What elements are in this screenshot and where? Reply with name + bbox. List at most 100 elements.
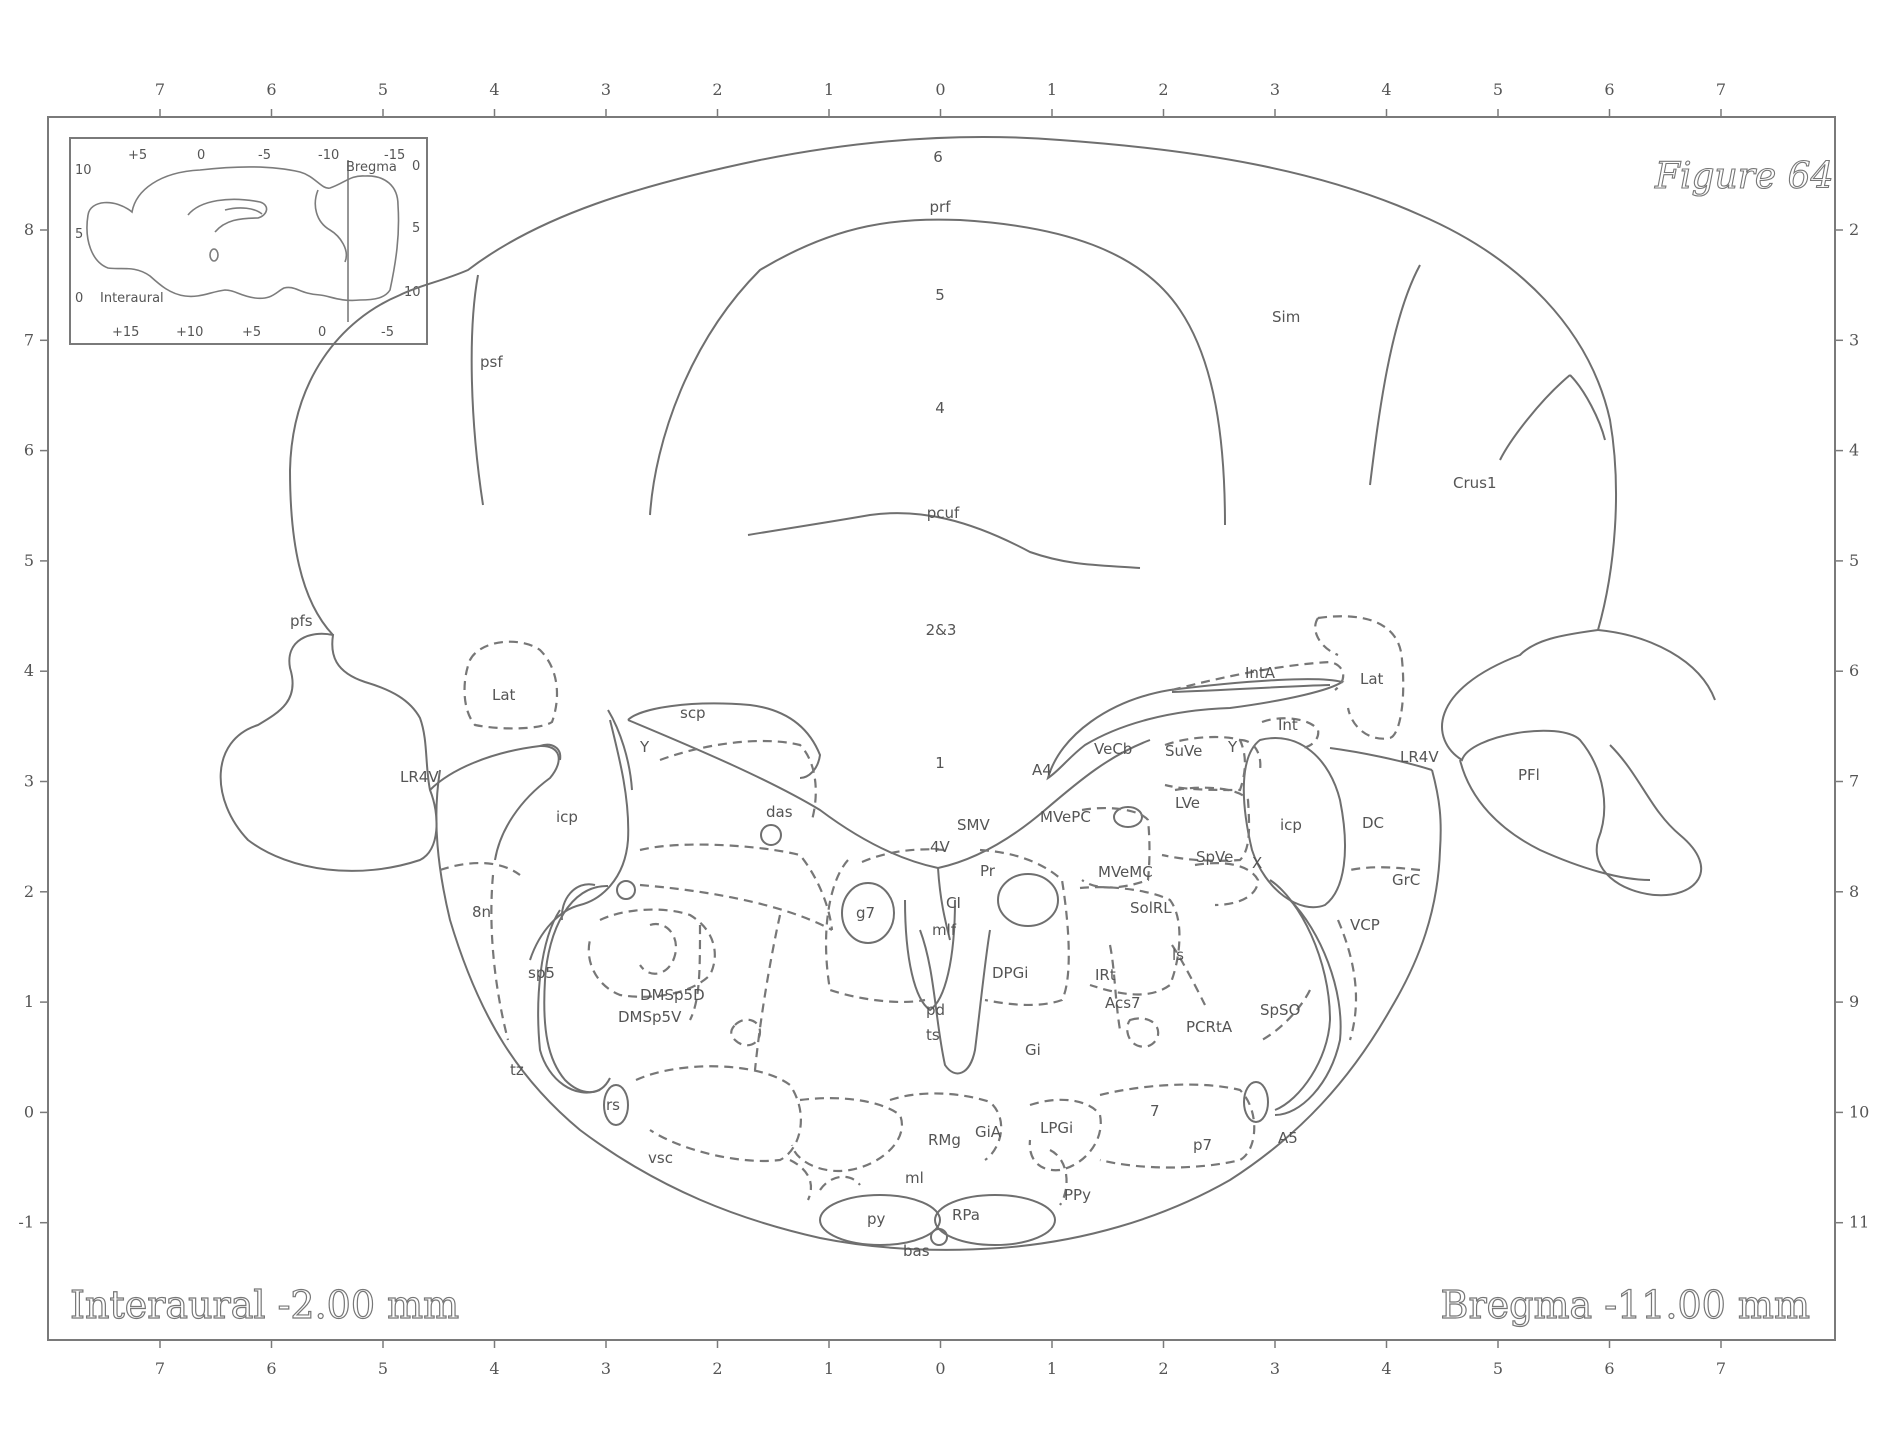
label-p7: p7 (1193, 1136, 1212, 1154)
label-2and3: 2&3 (926, 621, 957, 639)
label-smv: SMV (957, 816, 990, 834)
label-spso: SpSO (1260, 1001, 1300, 1019)
bottom-axis-number: 0 (935, 1359, 945, 1378)
region-labels: 6 prf 5 4 pcuf 2&3 1 psf Sim Crus1 pfs L… (290, 148, 1540, 1260)
label-lat-right: Lat (1360, 670, 1384, 688)
inset-bottom-tick: -5 (381, 325, 394, 340)
label-y-right: Y (1227, 738, 1238, 756)
right-axis-number: 2 (1849, 220, 1859, 239)
label-8n: 8n (472, 903, 491, 921)
right-axis-number: 10 (1849, 1102, 1869, 1121)
label-a4: A4 (1032, 761, 1052, 779)
label-lr4v-right: LR4V (1400, 748, 1439, 766)
inset-bottom-tick: +15 (112, 325, 139, 340)
label-dc: DC (1362, 814, 1384, 832)
right-axis-number: 8 (1849, 882, 1859, 901)
bottom-axis-number: 2 (1158, 1359, 1168, 1378)
top-axis-number: 2 (712, 80, 722, 99)
top-axis-number: 5 (1493, 80, 1503, 99)
label-crus1: Crus1 (1453, 474, 1497, 492)
label-pcrta: PCRtA (1186, 1018, 1233, 1036)
label-solrl: SolRL (1130, 899, 1172, 917)
bottom-axis-number: 1 (1047, 1359, 1057, 1378)
label-4: 4 (935, 399, 945, 417)
top-axis-number: 6 (1604, 80, 1614, 99)
left-axis-number: 7 (24, 330, 34, 349)
right-axis-number: 4 (1849, 441, 1859, 460)
label-vecb: VeCb (1094, 740, 1132, 758)
label-pcuf: pcuf (927, 504, 960, 522)
label-x: X (1252, 854, 1262, 872)
label-sim: Sim (1272, 308, 1300, 326)
bottom-axis-number: 4 (489, 1359, 499, 1378)
label-int: Int (1278, 716, 1298, 734)
label-inta: IntA (1245, 664, 1276, 682)
bottom-axis-number: 6 (1604, 1359, 1614, 1378)
label-g7: g7 (856, 904, 875, 922)
label-rpa: RPa (952, 1206, 980, 1224)
right-axis-number: 5 (1849, 551, 1859, 570)
label-ppy: PPy (1064, 1186, 1091, 1204)
label-gi: Gi (1025, 1041, 1041, 1059)
label-sp5: sp5 (528, 964, 555, 982)
inset-interaural-label: Interaural (100, 291, 164, 306)
left-axis-number: 5 (24, 551, 34, 570)
interaural-label: Interaural -2.00 mm (70, 1283, 459, 1327)
label-spve: SpVe (1196, 848, 1233, 866)
label-pfl: PFl (1518, 766, 1540, 784)
inset-top-tick: 0 (197, 148, 205, 163)
left-axis-number: 4 (24, 661, 34, 680)
bottom-axis-number: 3 (601, 1359, 611, 1378)
top-axis-number: 4 (489, 80, 499, 99)
bottom-axis-number: 3 (1270, 1359, 1280, 1378)
label-mlf: mlf (932, 921, 957, 939)
label-1: 1 (935, 754, 945, 772)
label-dmsp5d: DMSp5D (640, 986, 705, 1004)
label-pfs: pfs (290, 612, 313, 630)
right-axis-number: 6 (1849, 661, 1859, 680)
right-axis-number: 11 (1849, 1213, 1869, 1232)
inset-bregma-label: Bregma (346, 160, 397, 175)
sagittal-inset: +5 0 -5 -10 -15 +15 +10 +5 0 -5 10 5 0 0… (70, 138, 427, 344)
label-pr: Pr (980, 862, 996, 880)
bottom-axis-number: 5 (378, 1359, 388, 1378)
left-axis-number: 2 (24, 882, 34, 901)
inset-bottom-tick: +10 (176, 325, 203, 340)
label-y-left: Y (639, 738, 650, 756)
label-lat-left: Lat (492, 686, 516, 704)
right-axis-number: 3 (1849, 330, 1859, 349)
label-5: 5 (935, 286, 945, 304)
label-psf: psf (480, 353, 503, 371)
top-axis-number: 2 (1158, 80, 1168, 99)
label-rmg: RMg (928, 1131, 961, 1149)
left-axis-number: -1 (18, 1213, 34, 1232)
bottom-axis-number: 7 (155, 1359, 165, 1378)
label-icp-left: icp (556, 808, 578, 826)
label-acs7: Acs7 (1105, 994, 1141, 1012)
top-axis-number: 4 (1381, 80, 1391, 99)
top-axis-number: 6 (266, 80, 276, 99)
label-grc: GrC (1392, 871, 1420, 889)
left-axis-number: 6 (24, 441, 34, 460)
label-ml: ml (905, 1169, 924, 1187)
right-axis-number: 7 (1849, 772, 1859, 791)
inset-bottom-tick: +5 (242, 325, 261, 340)
label-icp-right: icp (1280, 816, 1302, 834)
axes: 765432101234567765432101234567876543210-… (18, 80, 1869, 1378)
label-a5: A5 (1278, 1129, 1298, 1147)
label-py: py (867, 1210, 886, 1228)
figure-label: Figure 64 (1654, 156, 1834, 197)
left-axis-number: 3 (24, 772, 34, 791)
inset-right-tick: 5 (412, 221, 420, 236)
bottom-axis-number: 1 (824, 1359, 834, 1378)
top-axis-number: 0 (935, 80, 945, 99)
label-lpgi: LPGi (1040, 1119, 1073, 1137)
label-rs: rs (606, 1096, 620, 1114)
label-ci: CI (946, 894, 961, 912)
top-axis-number: 5 (378, 80, 388, 99)
label-vsc: vsc (648, 1149, 673, 1167)
left-axis-number: 0 (24, 1102, 34, 1121)
bregma-label: Bregma -11.00 mm (1441, 1283, 1810, 1327)
inset-top-tick: -10 (318, 148, 339, 163)
top-axis-number: 3 (1270, 80, 1280, 99)
